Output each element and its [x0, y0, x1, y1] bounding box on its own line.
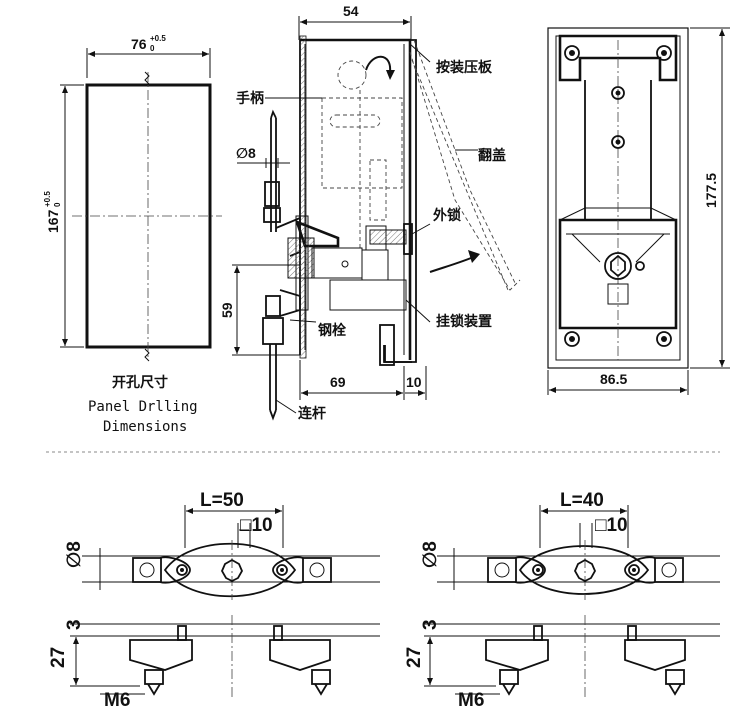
l40-dim-27: 27 [404, 647, 425, 668]
side-top-dim: 54 [343, 3, 359, 19]
panel-width-dim: 76 [131, 36, 147, 52]
l50-thread-label: M6 [104, 690, 130, 711]
l40-diam-label: ∅8 [420, 541, 441, 568]
l50-diam-label: ∅8 [64, 541, 85, 568]
l40-dim-3: 3 [420, 619, 441, 630]
l50-dim-3: 3 [64, 619, 85, 630]
label-diam-8: ∅8 [236, 145, 256, 161]
front-view: 177.5 86.5 [547, 27, 730, 395]
label-rod: 连杆 [298, 405, 326, 422]
panel-height-dim: 167 [45, 209, 61, 233]
l50-length-label: L=50 [200, 490, 244, 511]
dim-10: 10 [406, 374, 422, 390]
side-section-view: 54 按装压板 翻盖 手柄 ∅8 [219, 3, 521, 422]
l50-square-label: □10 [240, 515, 273, 536]
linkage-l40: L=40 □10 ∅8 3 27 M6 [404, 490, 720, 711]
linkage-l50: L=50 □10 ∅8 3 27 [48, 490, 380, 711]
label-flip-cover: 翻盖 [478, 147, 506, 164]
panel-cutout-view: 76 +0.5 0 167 +0.5 0 开孔尺寸 Panel Drlling … [43, 34, 222, 435]
label-outer-lock: 外锁 [433, 207, 461, 224]
l40-thread-label: M6 [458, 690, 484, 711]
panel-caption-cn: 开孔尺寸 [112, 374, 168, 391]
l40-length-label: L=40 [560, 490, 604, 511]
label-handle: 手柄 [236, 90, 264, 107]
dim-59: 59 [219, 302, 235, 318]
l40-square-label: □10 [595, 515, 628, 536]
panel-width-tol: +0.5 [150, 34, 166, 43]
label-bolt: 钢栓 [318, 322, 346, 339]
dim-69: 69 [330, 374, 346, 390]
label-press-plate: 按装压板 [436, 59, 493, 76]
l50-dim-27: 27 [48, 647, 69, 668]
front-height-dim: 177.5 [703, 173, 719, 208]
front-width-dim: 86.5 [600, 371, 627, 387]
panel-height-tol: +0.5 [43, 191, 52, 207]
panel-height-tol-low: 0 [53, 202, 62, 207]
label-padlock: 挂锁装置 [436, 313, 492, 330]
panel-caption-en-1: Panel Drlling [88, 399, 198, 415]
panel-caption-en-2: Dimensions [103, 419, 187, 435]
panel-width-tol-low: 0 [150, 44, 155, 53]
